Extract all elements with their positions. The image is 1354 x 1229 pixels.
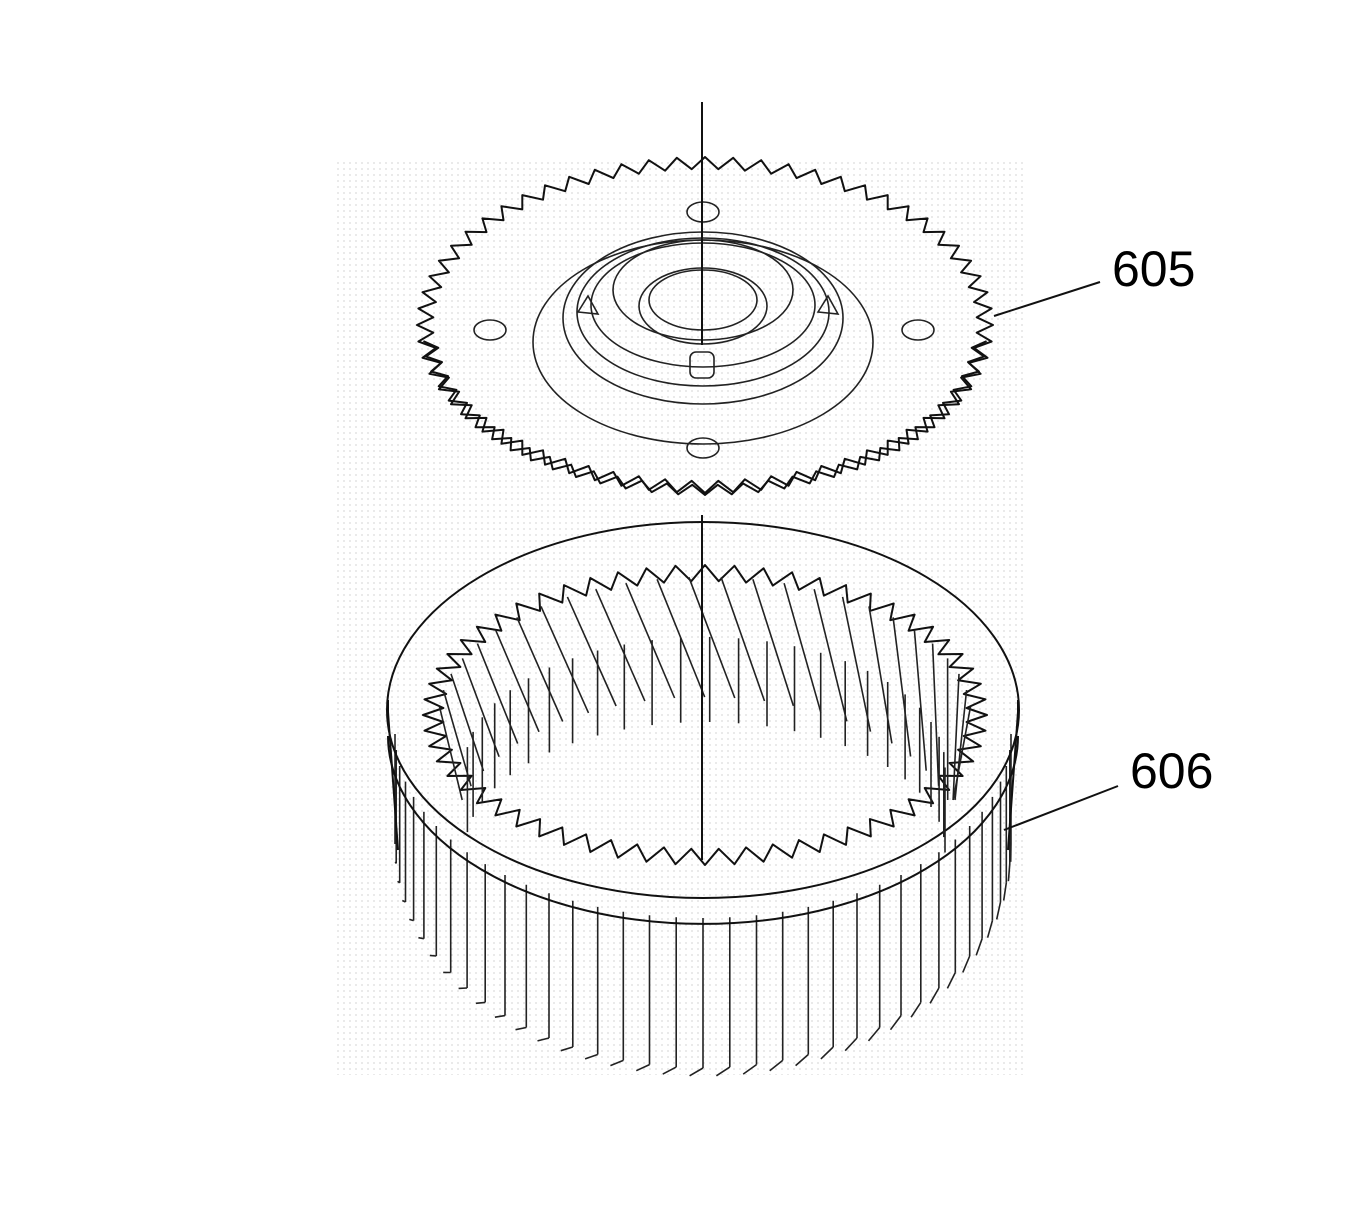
upper-gear-teeth-depth [422,340,988,496]
ring-gear-outer-splines [387,711,1019,1077]
spline-base [742,1063,757,1075]
bolt-hole-bottom [686,437,720,459]
spline-base [494,1014,506,1018]
bolt-hole-left [473,319,507,341]
helical-tooth-edge [813,589,848,722]
helical-tooth-edge [442,689,472,787]
spline-base [946,972,957,989]
helical-tooth-edge [913,629,927,771]
spline-base [475,1001,486,1005]
spline-base [820,1046,834,1060]
helical-tooth-edge [841,596,872,732]
spline-base [995,901,1002,920]
spline-base [1002,882,1008,901]
spline-base [537,1037,550,1042]
ring-gear-606 [386,521,1020,1077]
spline-base [929,987,940,1004]
helical-tooth-edge [783,582,822,713]
leader-line-605 [993,281,1101,317]
spline-base [635,1063,650,1072]
helical-tooth-edge [476,643,519,744]
leader-line-606 [1003,785,1119,831]
spline-base [418,936,425,940]
spline-base [409,918,414,922]
spline-base [394,861,397,864]
spline-base [962,955,971,973]
spline-base [1007,863,1011,882]
reference-numeral-605: 605 [1112,241,1195,297]
helical-tooth-edge [720,577,766,702]
spline-base [560,1046,574,1052]
spline-base [769,1059,784,1072]
spline-base [910,1001,922,1018]
reference-numeral-606: 606 [1130,743,1213,799]
spline-base [662,1066,677,1075]
bolt-hole-right [901,319,935,341]
spline-base [867,1026,881,1042]
spline-base [584,1053,598,1060]
spline-base [844,1037,858,1052]
helical-tooth-edge [438,706,463,801]
ring-gear-inner-teeth [422,564,988,866]
helical-tooth-edge [688,577,736,699]
helical-tooth-edge [516,617,564,722]
spline-base [397,880,401,884]
helical-tooth-edge [540,606,590,714]
spline-base [610,1059,624,1067]
helical-tooth-edge [752,579,795,707]
spline-base [889,1015,902,1031]
spline-base [975,938,983,956]
spline-base [795,1053,809,1067]
spline-base [515,1026,527,1031]
upper-gear-key [689,351,715,379]
helical-tooth-edge [952,673,960,801]
upper-gear-teeth [416,156,994,494]
helical-tooth-edge [566,596,617,707]
spline-base [401,899,406,903]
helical-tooth-edge [892,617,912,757]
helical-tooth-edge [450,673,485,772]
upper-gear-bearing-detail [576,294,840,315]
ring-gear-helical-teeth [438,577,972,853]
spline-base [689,1067,704,1077]
helical-tooth-edge [595,588,646,702]
helical-tooth-edge [931,643,940,786]
ring-gear-rim-edge [387,735,1019,925]
spline-base [429,954,437,957]
upper-gear-605 [416,156,994,496]
spline-base [715,1066,731,1077]
helical-tooth-edge [461,658,500,757]
helical-tooth-edge [494,629,540,733]
helical-tooth-edge [952,706,972,801]
spline-base [986,920,994,938]
helical-tooth-edge [625,582,676,699]
